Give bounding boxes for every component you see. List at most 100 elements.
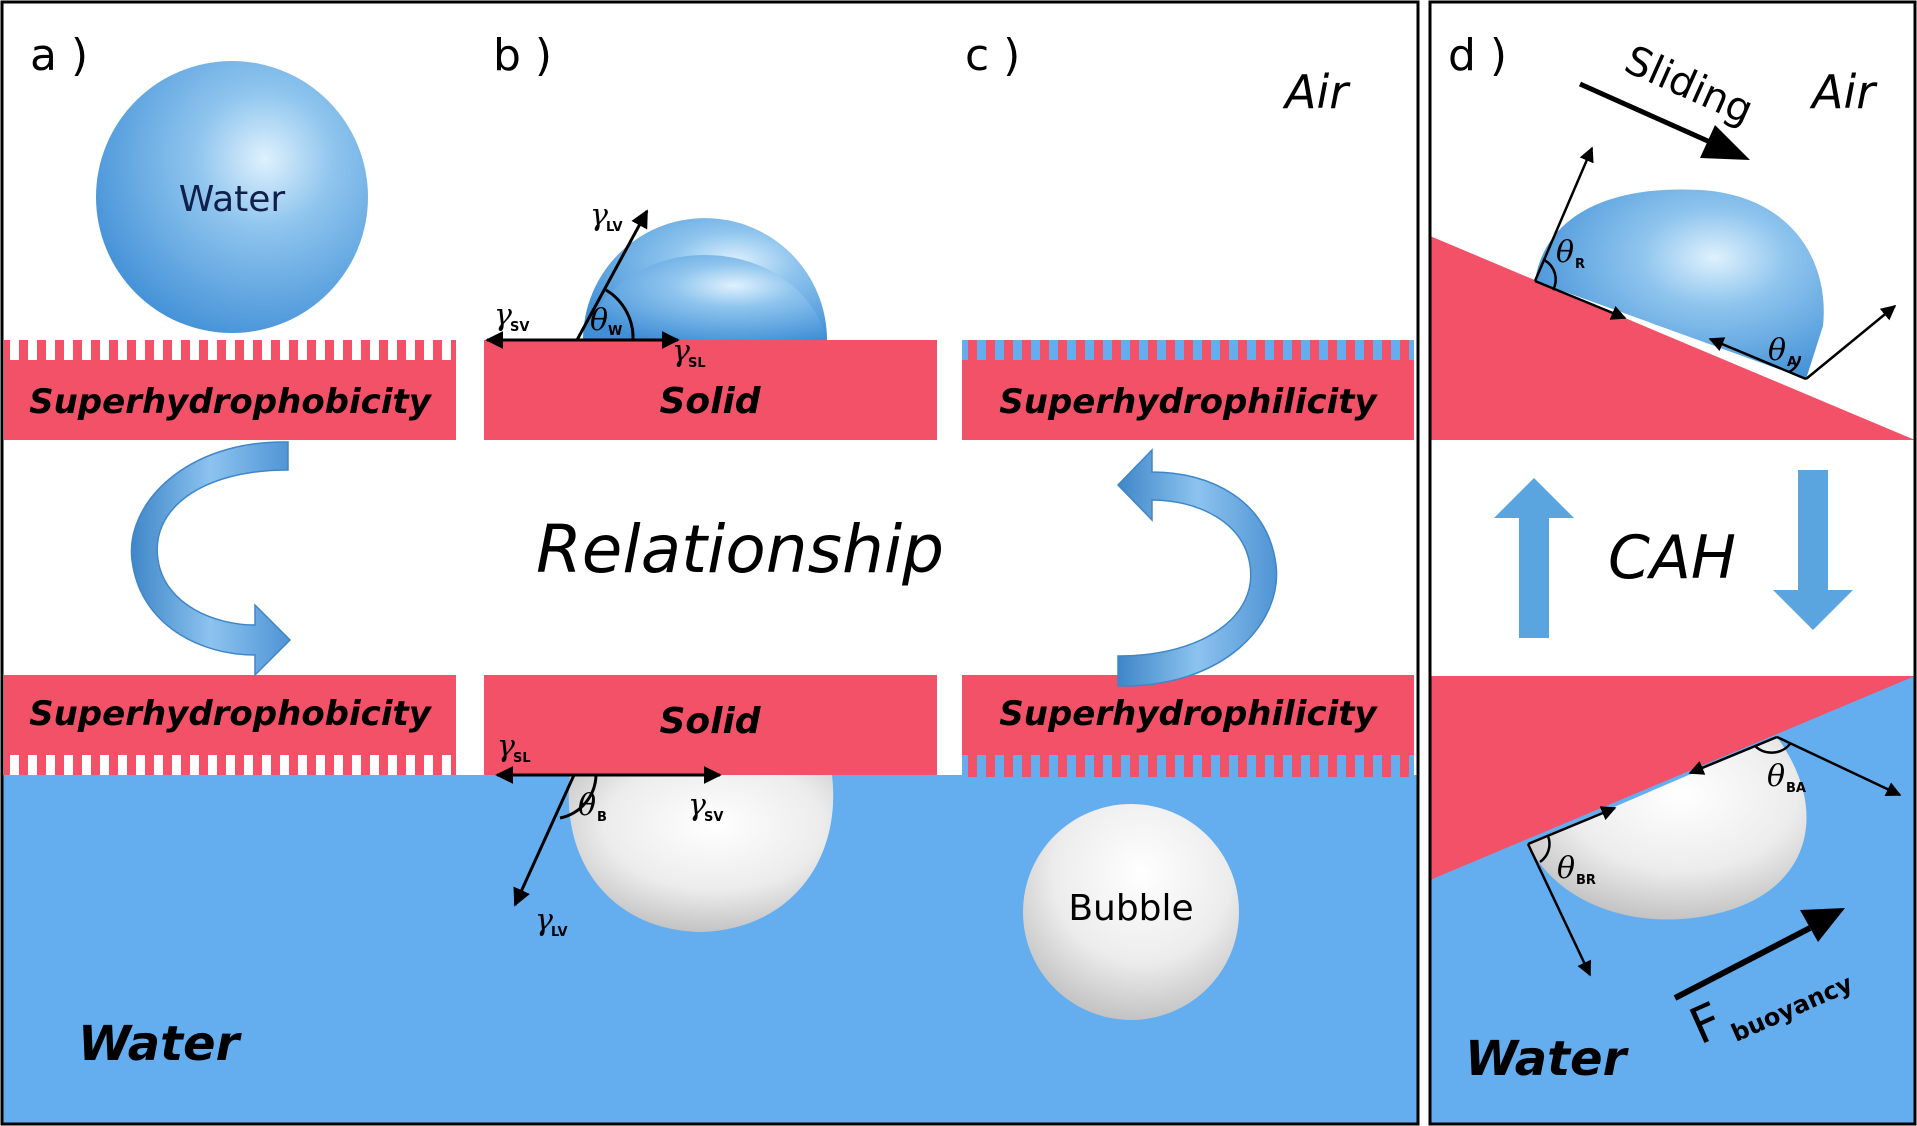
- surface-pillar: [28, 755, 37, 775]
- top-force-vectors: [485, 209, 680, 349]
- water-label-left: Water: [78, 1016, 243, 1072]
- bubble-under-tilted-surface: [1528, 737, 1807, 920]
- surface-pillar: [1004, 340, 1013, 360]
- surface-pillar: [424, 755, 433, 775]
- cah-label: CAH: [1608, 523, 1736, 593]
- gamma-lv-top: γ: [590, 198, 608, 233]
- bubble-under-solid: [568, 775, 834, 932]
- curved-arrow-left: [130, 441, 292, 677]
- surface-pillar: [1058, 755, 1067, 777]
- theta-br-sub: BR: [1576, 873, 1596, 888]
- gamma-sl-bottom-sub: SL: [513, 751, 531, 766]
- surface-pillar: [334, 755, 343, 775]
- surface-pillar: [46, 755, 55, 775]
- gamma-sv-bottom: γ: [688, 788, 706, 823]
- surface-pillar: [118, 755, 127, 775]
- surface-pillar: [1328, 340, 1337, 360]
- surface-pillar: [262, 755, 271, 775]
- sliding-droplet: [1535, 189, 1824, 379]
- gamma-sv-top: γ: [494, 298, 512, 333]
- surface-pillar: [1256, 755, 1265, 777]
- surface-pillar: [244, 340, 253, 360]
- panel-label-a: a ): [30, 30, 88, 81]
- surface-pillar: [352, 755, 361, 775]
- theta-ba: θ: [1767, 759, 1785, 794]
- surface-pillar: [1400, 340, 1409, 360]
- surface-pillar: [1130, 755, 1139, 777]
- surface-pillar: [226, 340, 235, 360]
- superhydrophobic-top-surface: [4, 340, 456, 440]
- bubble-label: Bubble: [1068, 888, 1193, 929]
- theta-w-sub: W: [608, 324, 622, 339]
- surface-pillar: [968, 340, 977, 360]
- surface-pillar: [388, 340, 397, 360]
- water-label-right: Water: [1465, 1031, 1630, 1087]
- surface-pillar: [1220, 340, 1229, 360]
- surface-pillar: [1040, 755, 1049, 777]
- relationship-label: Relationship: [536, 511, 944, 588]
- theta-r: θ: [1556, 235, 1574, 270]
- surface-pillar: [28, 340, 37, 360]
- surface-pillar: [100, 340, 109, 360]
- surface-pillar: [1130, 340, 1139, 360]
- surface-pillar: [352, 340, 361, 360]
- surface-pillar: [1076, 755, 1085, 777]
- surface-pillar: [1022, 340, 1031, 360]
- superhydrophilic-bottom-surface: [962, 675, 1414, 777]
- theta-br: θ: [1557, 851, 1575, 886]
- surface-label-b-bottom: Solid: [659, 701, 761, 742]
- surface-pillar: [298, 340, 307, 360]
- surface-pillar: [10, 340, 19, 360]
- surface-pillar: [100, 755, 109, 775]
- gamma-lv-bottom: γ: [535, 903, 553, 938]
- surface-pillar: [1166, 340, 1175, 360]
- surface-pillar: [1364, 340, 1373, 360]
- surface-pillar: [10, 755, 19, 775]
- sliding-label: Sliding: [1618, 37, 1760, 134]
- surface-pillar: [1094, 340, 1103, 360]
- surface-pillar: [986, 755, 995, 777]
- surface-pillar: [262, 340, 271, 360]
- surface-pillar: [280, 340, 289, 360]
- gamma-sl-top-sub: SL: [688, 356, 706, 371]
- surface-pillar: [172, 340, 181, 360]
- surface-pillar: [1382, 340, 1391, 360]
- surface-pillar: [1220, 755, 1229, 777]
- surface-pillar: [154, 755, 163, 775]
- surface-pillar: [1112, 755, 1121, 777]
- surface-pillar: [1274, 340, 1283, 360]
- surface-pillar: [316, 755, 325, 775]
- surface-label-a-top: Superhydrophobicity: [29, 382, 433, 422]
- theta-b: θ: [578, 788, 596, 823]
- surface-pillar: [1310, 340, 1319, 360]
- down-arrow: [1773, 470, 1853, 630]
- surface-pillar: [190, 340, 199, 360]
- surface-label-a-bottom: Superhydrophobicity: [29, 694, 433, 734]
- surface-pillar: [1022, 755, 1031, 777]
- theta-w: θ: [590, 303, 608, 338]
- surface-pillar: [208, 340, 217, 360]
- right-panel: [1430, 81, 1916, 1124]
- surface-pillar: [64, 755, 73, 775]
- panel-label-b: b ): [493, 30, 552, 81]
- surface-label-b-top: Solid: [659, 381, 761, 422]
- superhydrophilic-top-surface: [962, 340, 1414, 440]
- gamma-lv-top-sub: LV: [606, 220, 623, 235]
- air-label-d: Air: [1809, 65, 1878, 119]
- air-label-c: Air: [1282, 65, 1351, 119]
- surface-pillar: [82, 340, 91, 360]
- surface-pillar: [1184, 340, 1193, 360]
- surface-pillar: [406, 755, 415, 775]
- surface-pillar: [1346, 755, 1355, 777]
- surface-pillar: [1292, 755, 1301, 777]
- surface-pillar: [968, 755, 977, 777]
- surface-pillar: [316, 340, 325, 360]
- surface-pillar: [298, 755, 307, 775]
- theta-a-sub: A: [1787, 355, 1797, 370]
- theta-r-sub: R: [1575, 257, 1585, 272]
- solid-bottom: [484, 675, 937, 775]
- surface-pillar: [118, 340, 127, 360]
- surface-pillar: [1058, 340, 1067, 360]
- tilted-surface-bottom: [1430, 676, 1915, 880]
- surface-pillar: [1184, 755, 1193, 777]
